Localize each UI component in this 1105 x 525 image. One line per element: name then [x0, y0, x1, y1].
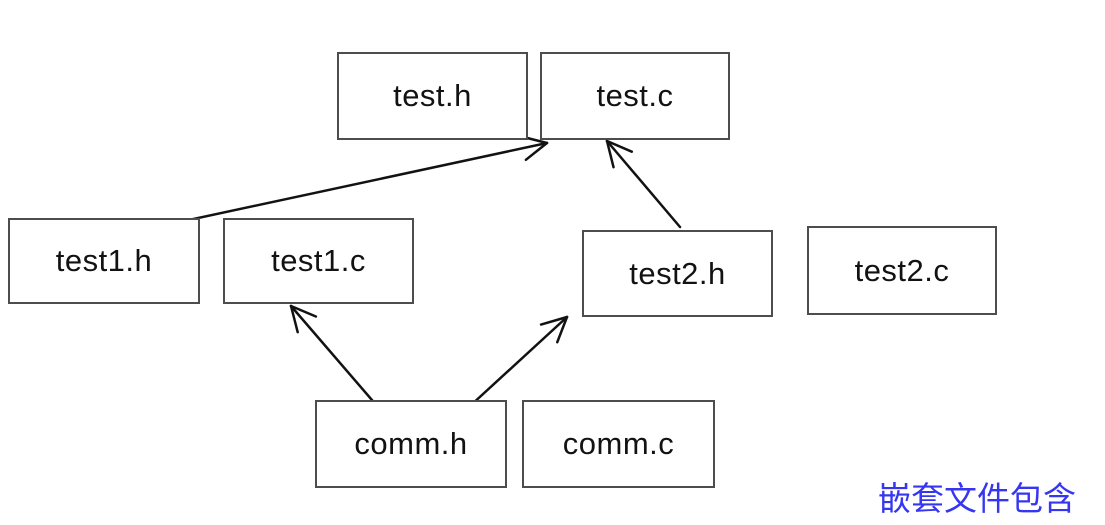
file-box-label: test2.c — [854, 252, 950, 288]
file-box-label: comm.c — [562, 426, 675, 461]
file-box-comm-h: comm.h — [315, 400, 507, 488]
arrow-test1h-to-testc — [145, 135, 549, 231]
arrow-commh-to-test2h — [468, 315, 569, 408]
file-box-test-c: test.c — [540, 52, 730, 140]
file-box-label: test1.c — [271, 243, 366, 278]
file-box-test2-h: test2.h — [582, 230, 773, 317]
file-box-test1-h: test1.h — [8, 218, 200, 304]
file-box-comm-c: comm.c — [522, 400, 715, 488]
file-box-test-h: test.h — [337, 52, 528, 140]
file-box-test2-c: test2.c — [807, 226, 997, 315]
file-box-label: test1.h — [55, 243, 153, 278]
diagram-caption: 嵌套文件包含 — [878, 480, 1076, 517]
file-box-label: test.h — [393, 78, 472, 113]
file-box-label: comm.h — [354, 426, 468, 461]
file-box-test1-c: test1.c — [223, 218, 414, 304]
arrow-test2h-to-testc — [605, 139, 682, 229]
file-box-label: test.c — [596, 78, 674, 113]
file-box-label: test2.h — [629, 255, 726, 291]
